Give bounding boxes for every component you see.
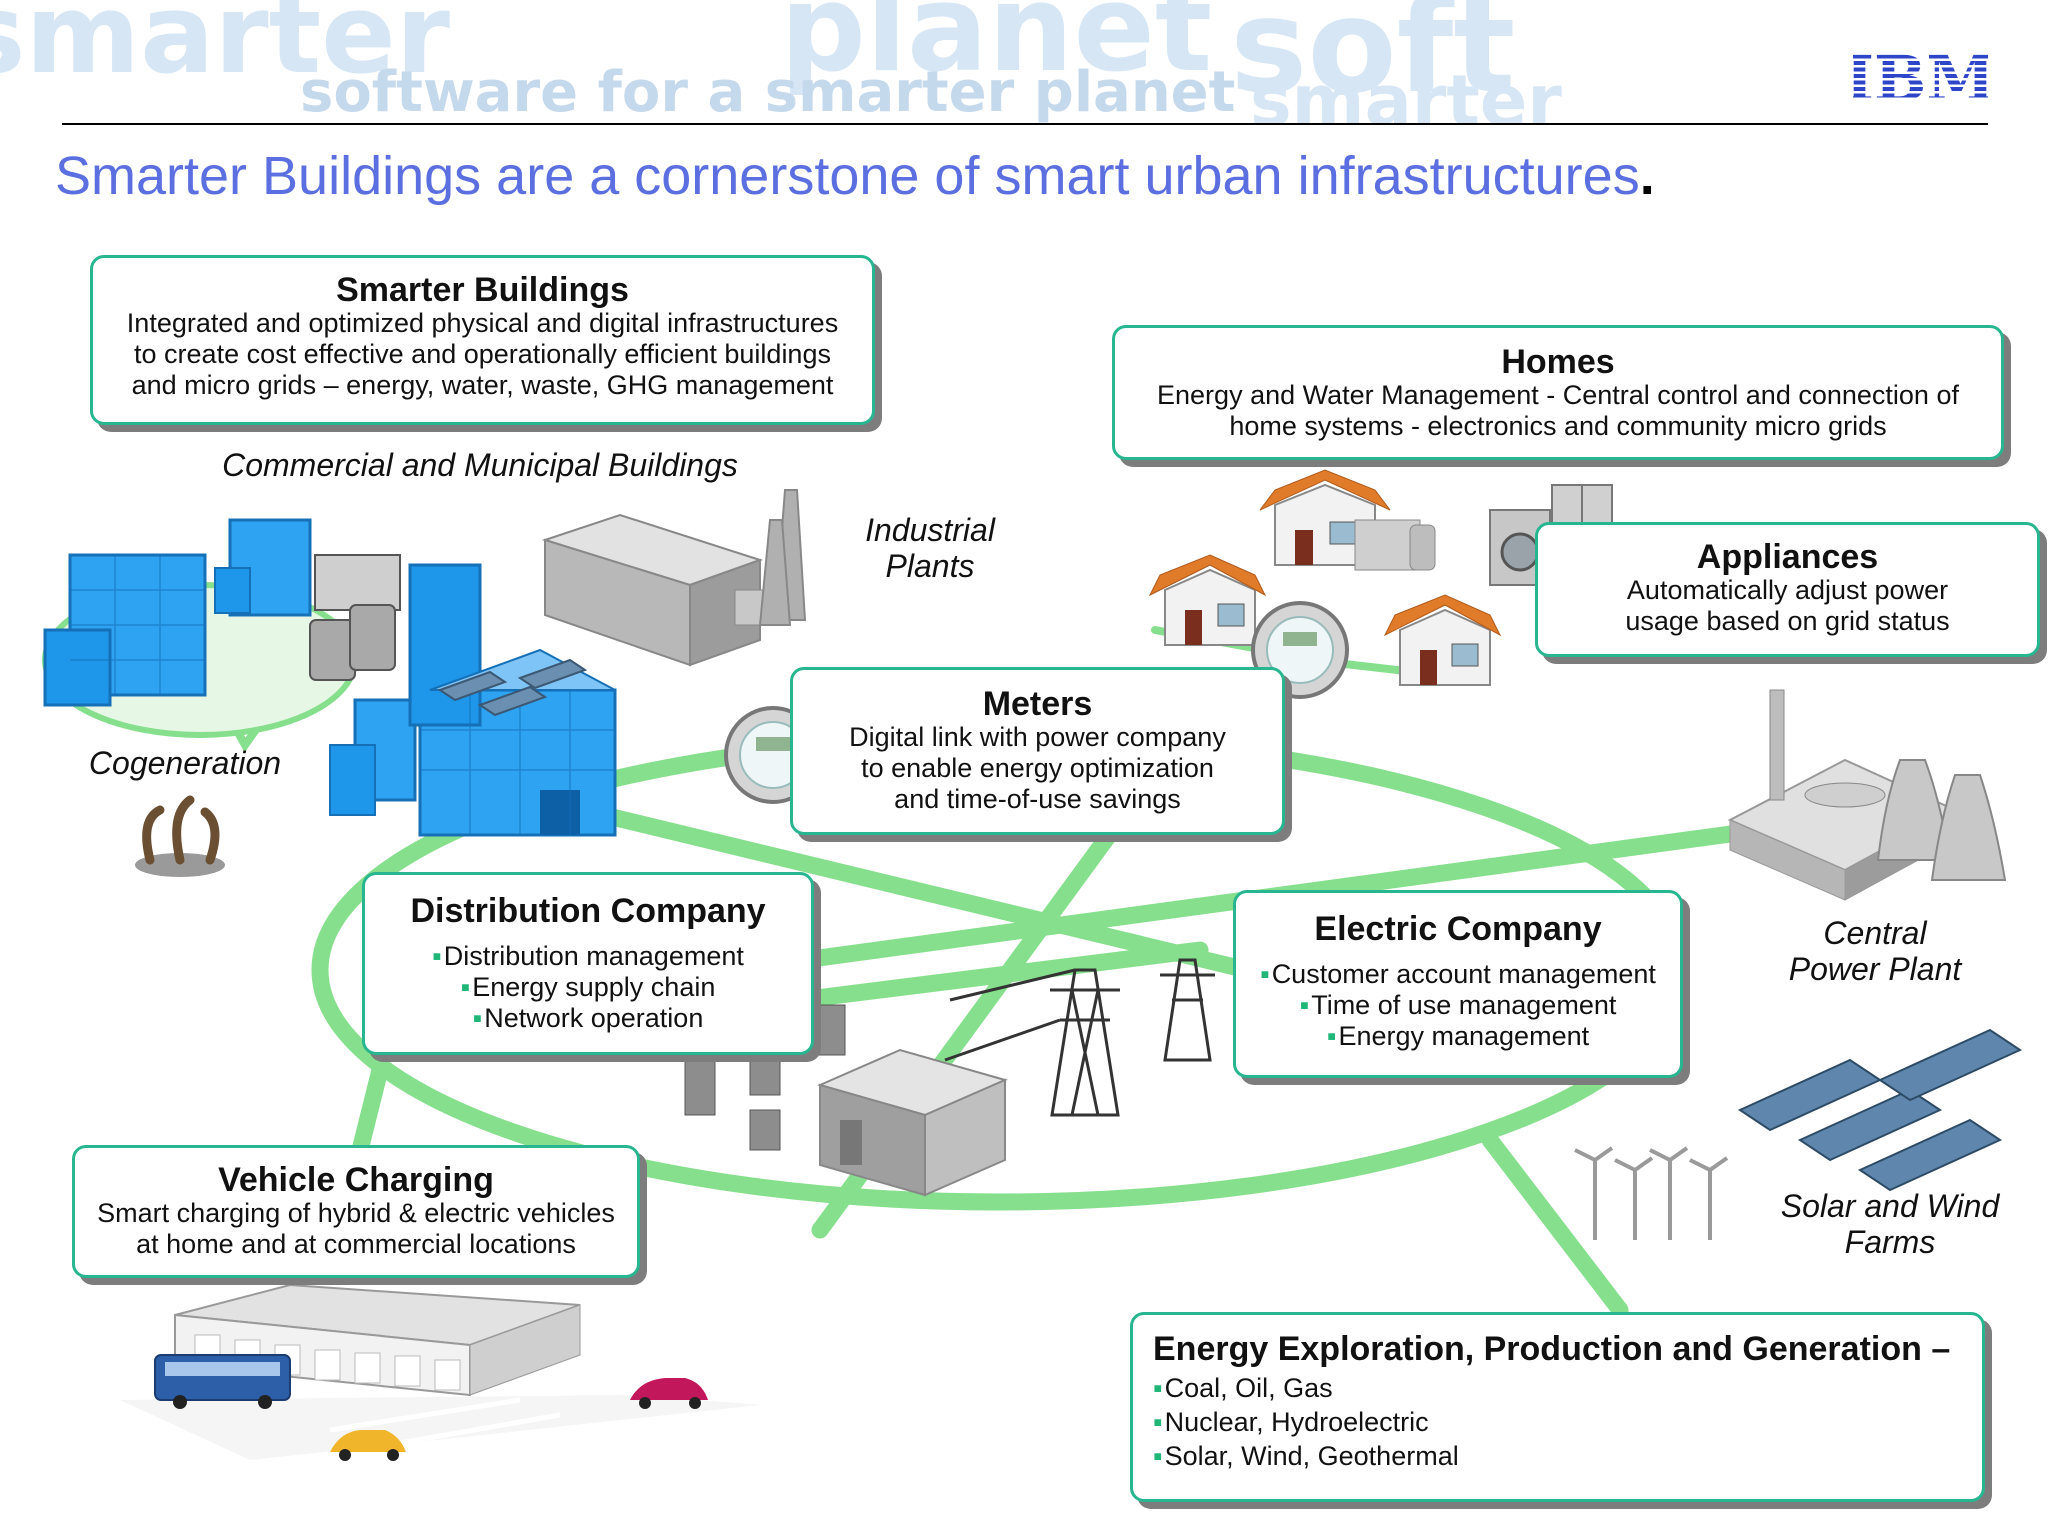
hvac-unit-icon — [1354, 519, 1421, 571]
electric-company-box: Electric Company Customer account manage… — [1233, 890, 1683, 1078]
building-cluster-icon — [43, 518, 617, 837]
label-line: Solar and Wind — [1780, 1188, 2000, 1224]
box-line: Digital link with power company — [849, 722, 1226, 752]
energy-generation-box: Energy Exploration, Production and Gener… — [1130, 1312, 1985, 1502]
appliances-box: Appliances Automatically adjust power us… — [1535, 522, 2040, 657]
box-bullet: Coal, Oil, Gas — [1153, 1371, 1982, 1405]
box-bullet: Distribution management — [365, 941, 811, 972]
label-industrial: Industrial Plants — [820, 512, 1040, 584]
power-plant-icon — [1727, 689, 2007, 901]
house-icon — [1148, 554, 1267, 646]
car-icon — [630, 1378, 708, 1409]
label-cogeneration: Cogeneration — [88, 745, 282, 781]
bus-icon — [154, 1354, 291, 1409]
ibm-logo-text: IBM — [1853, 48, 1988, 106]
box-line: and micro grids – energy, water, waste, … — [131, 370, 834, 400]
box-title: Electric Company — [1314, 910, 1602, 948]
watermark-word: soft — [1230, 0, 1516, 122]
box-bullet: Network operation — [365, 1003, 811, 1034]
label-line: Farms — [1844, 1224, 1936, 1260]
page-title: Smarter Buildings are a cornerstone of s… — [55, 145, 1655, 207]
box-bullet-list: Customer account management Time of use … — [1236, 959, 1680, 1052]
wind-turbine-icon — [1574, 1146, 1729, 1240]
label-commercial: Commercial and Municipal Buildings — [222, 447, 738, 483]
box-line: Automatically adjust power — [1626, 575, 1949, 605]
header-rule — [62, 123, 1988, 125]
box-bullet: Nuclear, Hydroelectric — [1153, 1405, 1982, 1439]
box-line: to enable energy optimization — [861, 753, 1214, 783]
house-icon — [1259, 469, 1391, 566]
box-title: Vehicle Charging — [218, 1161, 494, 1199]
vehicle-charging-box: Vehicle Charging Smart charging of hybri… — [72, 1145, 640, 1278]
label-solar-wind: Solar and Wind Farms — [1755, 1188, 2025, 1260]
box-bullet: Solar, Wind, Geothermal — [1153, 1439, 1982, 1473]
box-title: Energy Exploration, Production and Gener… — [1153, 1330, 1951, 1368]
water-tank-icon — [1409, 524, 1436, 571]
box-line: Smart charging of hybrid & electric vehi… — [97, 1198, 615, 1228]
watermark-word: smarter — [1250, 60, 1562, 125]
substation-icon — [817, 1048, 1008, 1197]
label-line: Central — [1823, 915, 1927, 951]
box-line: at home and at commercial locations — [136, 1229, 576, 1259]
homes-box: Homes Energy and Water Management - Cent… — [1112, 325, 2004, 460]
box-title: Smarter Buildings — [336, 271, 629, 309]
house-icon — [1383, 594, 1502, 686]
box-line: usage based on grid status — [1625, 606, 1950, 636]
box-title: Distribution Company — [410, 892, 766, 930]
box-bullet: Customer account management — [1236, 959, 1680, 990]
ibm-logo: IBM — [1853, 48, 1988, 106]
label-line: Industrial — [865, 512, 995, 548]
header-banner: smarter planet soft smarter software for… — [0, 0, 2048, 125]
label-central-power-plant: Central Power Plant — [1755, 915, 1995, 987]
box-title: Appliances — [1696, 538, 1879, 576]
storage-tank-icon — [309, 554, 401, 681]
network-link — [351, 1061, 389, 1159]
watermark-word: smarter — [0, 0, 451, 98]
box-bullet: Time of use management — [1236, 990, 1680, 1021]
box-title: Meters — [982, 685, 1093, 723]
label-line: Plants — [885, 548, 975, 584]
car-icon — [330, 1430, 406, 1461]
box-bullet: Energy management — [1236, 1021, 1680, 1052]
box-line: Energy and Water Management - Central co… — [1157, 380, 1959, 410]
network-link — [491, 781, 1339, 999]
title-text: Smarter Buildings are a cornerstone of s… — [55, 146, 1640, 206]
watermark-tagline: software for a smarter planet — [300, 60, 1236, 125]
smokestack-icon — [758, 489, 807, 626]
watermark-word: planet — [780, 0, 1213, 99]
box-bullet-list: Distribution management Energy supply ch… — [365, 941, 811, 1034]
transmission-tower-icon — [944, 968, 1120, 1117]
label-line: Power Plant — [1788, 951, 1962, 987]
solar-panel-icon — [437, 658, 588, 717]
factory-icon — [541, 513, 766, 667]
box-bullet-list: Coal, Oil, Gas Nuclear, Hydroelectric So… — [1153, 1371, 1982, 1473]
solar-panel-icon — [1737, 1028, 2023, 1192]
box-bullet: Energy supply chain — [365, 972, 811, 1003]
smarter-buildings-box: Smarter Buildings Integrated and optimiz… — [90, 255, 875, 425]
meters-box: Meters Digital link with power company t… — [790, 667, 1285, 835]
cogeneration-icon — [135, 795, 225, 877]
box-line: to create cost effective and operational… — [134, 339, 831, 369]
network-link — [1481, 1131, 1629, 1319]
box-line: and time-of-use savings — [894, 784, 1181, 814]
title-period: . — [1639, 146, 1655, 206]
box-line: home systems - electronics and community… — [1229, 411, 1887, 441]
box-title: Homes — [1501, 343, 1615, 381]
box-line: Integrated and optimized physical and di… — [126, 308, 839, 338]
distribution-company-box: Distribution Company Distribution manage… — [362, 872, 814, 1055]
transmission-tower-icon — [1160, 958, 1215, 1062]
